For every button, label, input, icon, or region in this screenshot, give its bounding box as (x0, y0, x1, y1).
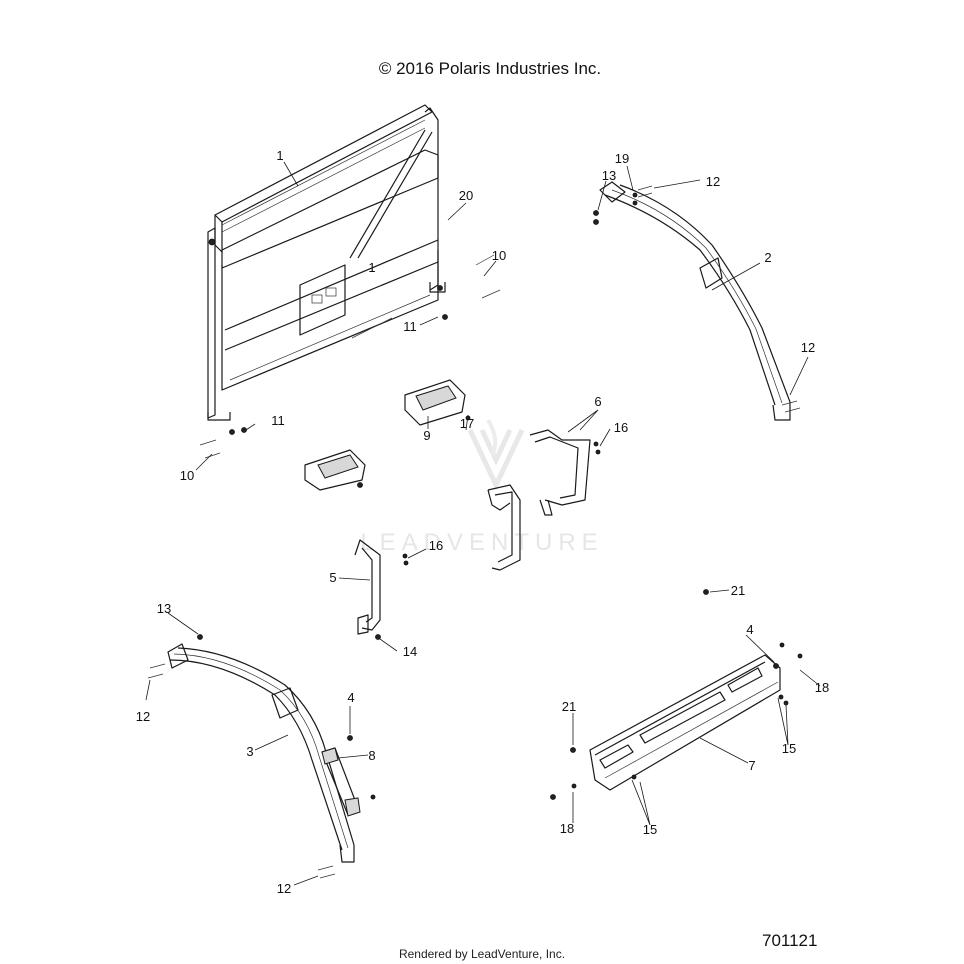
callout-9: 9 (423, 428, 430, 443)
callout-5: 5 (329, 570, 336, 585)
callout-10: 10 (180, 468, 194, 483)
callout-4: 4 (746, 622, 753, 637)
callout-18: 18 (560, 821, 574, 836)
grab-handle-6b (529, 429, 591, 516)
grab-handle-6a (487, 484, 521, 571)
callout-12: 12 (136, 709, 150, 724)
right-roof-tube (599, 181, 791, 421)
callout-2: 2 (764, 250, 771, 265)
callout-3: 3 (246, 744, 253, 759)
callout-19: 19 (615, 151, 629, 166)
callout-4: 4 (347, 690, 354, 705)
callout-16: 16 (429, 538, 443, 553)
diagram-id: 701121 (762, 931, 817, 950)
stay-bracket (321, 747, 361, 817)
tail-panel (589, 654, 781, 791)
left-roof-tube (167, 643, 355, 863)
callout-11: 11 (271, 413, 285, 428)
callout-11: 11 (403, 319, 417, 334)
callout-12: 12 (277, 881, 291, 896)
callout-14: 14 (403, 644, 417, 659)
callout-13: 13 (602, 168, 616, 183)
callout-16: 16 (614, 420, 628, 435)
tail-light-right (404, 379, 466, 426)
callout-15: 15 (643, 822, 657, 837)
copyright-text: © 2016 Polaris Industries Inc. (379, 59, 601, 78)
watermark-logo: LEADVENTURE (360, 418, 603, 556)
grab-handle-5 (354, 539, 381, 635)
callout-1: 1 (368, 260, 375, 275)
callout-12: 12 (706, 174, 720, 189)
callout-15: 15 (782, 741, 796, 756)
callout-20: 20 (459, 188, 473, 203)
leader-lines (145, 161, 821, 886)
callout-12: 12 (801, 340, 815, 355)
callout-18: 18 (815, 680, 829, 695)
callout-21: 21 (562, 699, 576, 714)
callout-17: 17 (460, 416, 474, 431)
callout-1: 1 (276, 148, 283, 163)
callout-21: 21 (731, 583, 745, 598)
callout-7: 7 (748, 758, 755, 773)
callout-8: 8 (368, 748, 375, 763)
tail-light-left (304, 449, 366, 491)
rear-panel-frame (207, 104, 446, 421)
callout-6: 6 (594, 394, 601, 409)
rendered-by-text: Rendered by LeadVenture, Inc. (399, 947, 565, 961)
callout-labels: 1 1 2 3 4 4 5 6 7 8 9 10 10 11 11 12 12 … (136, 148, 829, 896)
callout-10: 10 (492, 248, 506, 263)
fasteners (147, 185, 803, 879)
callout-13: 13 (157, 601, 171, 616)
watermark-text: LEADVENTURE (360, 529, 603, 556)
